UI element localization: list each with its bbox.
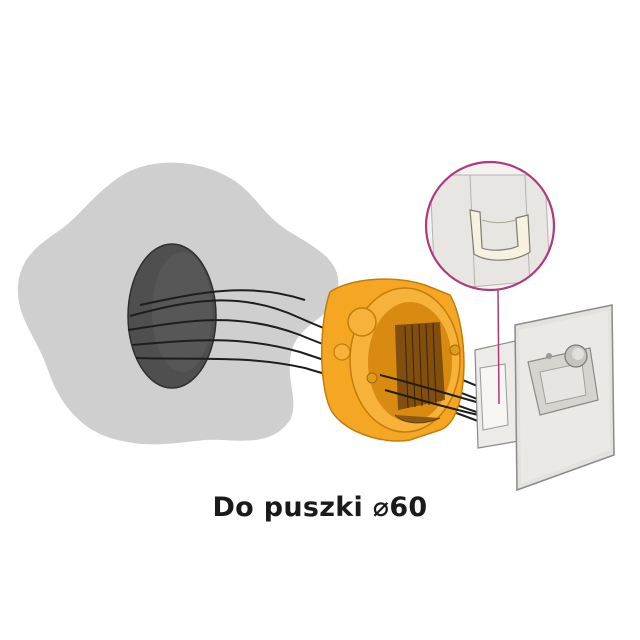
wall-module-icon [474, 304, 615, 492]
flush-mounting-box-icon [321, 278, 465, 442]
callout-leader [497, 289, 500, 405]
diagram-caption: Do puszki ⌀60 [212, 492, 428, 523]
wall-hole-icon [127, 243, 217, 389]
mounting-clip-detail-icon [424, 160, 556, 292]
